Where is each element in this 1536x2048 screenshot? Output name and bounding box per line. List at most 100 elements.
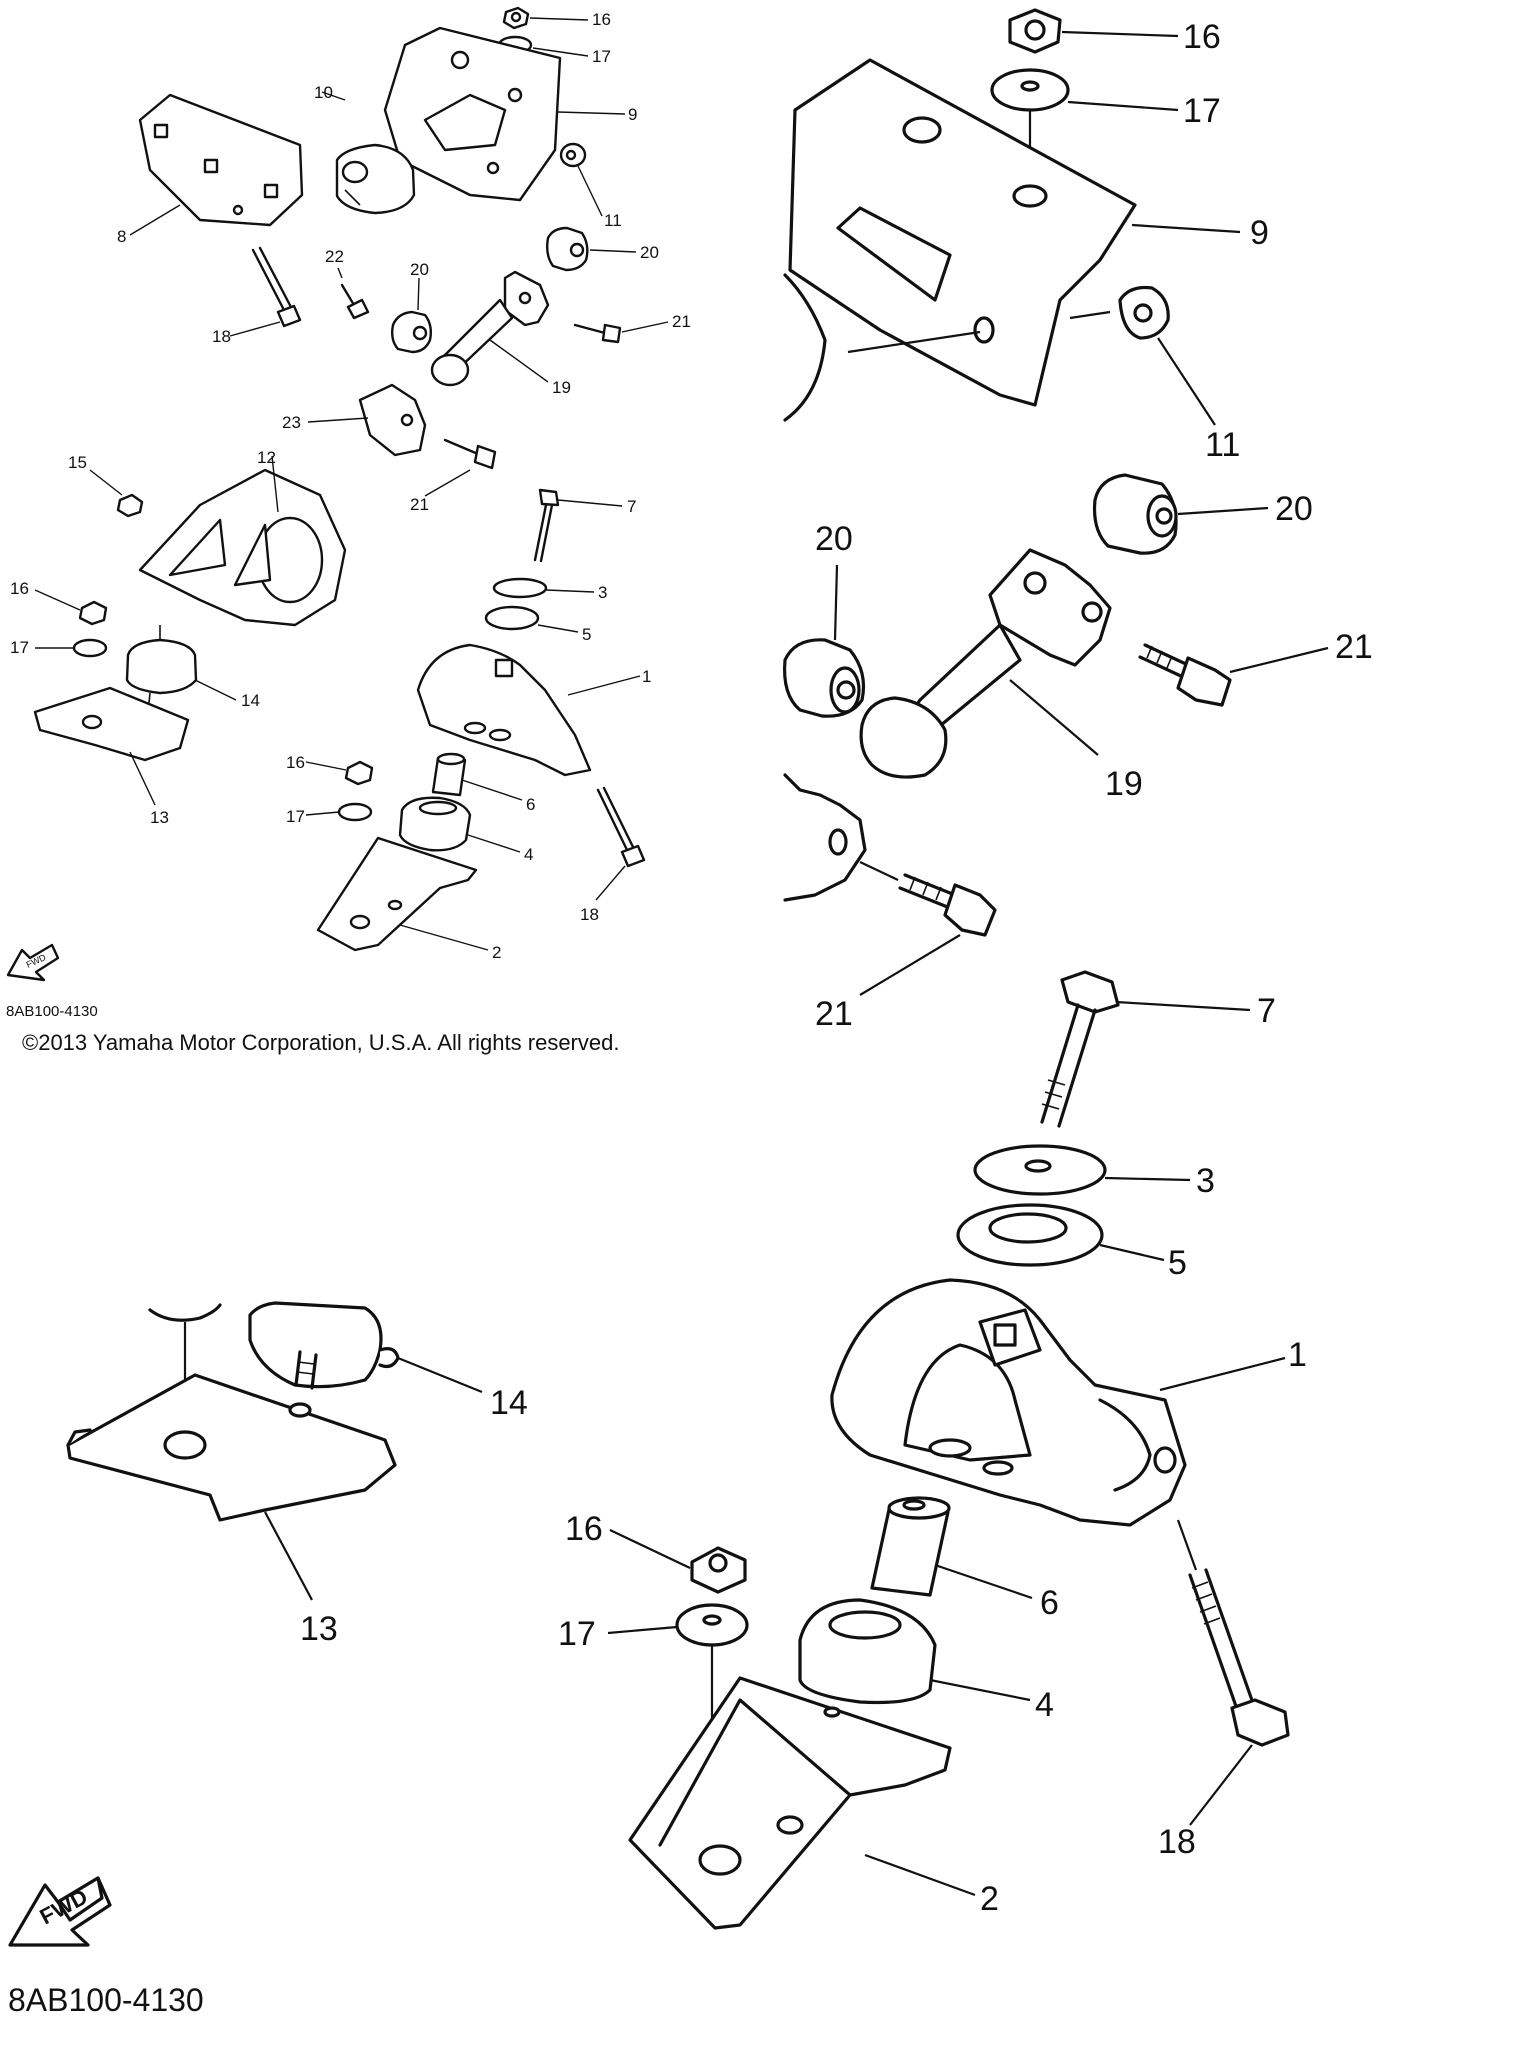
detail-lower-left: 14 13 FWD xyxy=(8,1301,528,1947)
callout-22-top: 22 xyxy=(325,247,344,266)
washer-3-top xyxy=(492,577,548,599)
rubber-5-top xyxy=(484,605,540,631)
bolt-21-lower-detail xyxy=(898,873,997,937)
torque-link-19-detail xyxy=(859,548,1112,779)
callout-18-top: 18 xyxy=(212,327,231,346)
spacer-6-top xyxy=(431,752,467,797)
bolt-18-top xyxy=(251,246,302,328)
callout-16-top: 16 xyxy=(592,10,611,29)
callout-19-top: 19 xyxy=(552,378,571,397)
washer-17-lower-detail xyxy=(675,1603,749,1647)
callout-11-detail: 11 xyxy=(1205,426,1240,464)
callout-1-detail: 1 xyxy=(1288,1336,1307,1374)
callout-16-lower-top: 16 xyxy=(286,753,305,772)
bolt-21-upper-detail xyxy=(1138,643,1232,707)
callout-2-top: 2 xyxy=(492,943,501,962)
callout-7-top: 7 xyxy=(627,497,636,516)
callout-21-upper-detail: 21 xyxy=(1335,628,1373,666)
callout-6-detail: 6 xyxy=(1040,1584,1059,1622)
bush-20-right-detail xyxy=(1092,473,1178,555)
callout-7-detail: 7 xyxy=(1257,992,1276,1030)
callout-21-lower-detail: 21 xyxy=(815,995,853,1033)
bush-20-right xyxy=(545,226,589,272)
callout-14-detail: 14 xyxy=(490,1384,528,1422)
nut-15 xyxy=(116,493,144,518)
bolt-7-top xyxy=(533,488,560,563)
detail-upper-right: 16 17 9 11 xyxy=(782,8,1373,1033)
callout-13-detail: 13 xyxy=(300,1610,338,1648)
damper-10-partial xyxy=(783,273,827,422)
bolt-18-detail xyxy=(1188,1568,1290,1747)
callout-5-top: 5 xyxy=(582,625,591,644)
washer-17-lower xyxy=(337,802,373,822)
bolt-18-right xyxy=(596,786,646,868)
plate-13-detail xyxy=(66,1373,397,1522)
callout-20-right-detail: 20 xyxy=(1275,490,1313,528)
washer-17-left xyxy=(72,638,108,658)
callout-16-detail: 16 xyxy=(1183,18,1221,56)
callout-17-lower-detail: 17 xyxy=(558,1615,596,1653)
bracket-23-partial xyxy=(783,773,867,902)
bracket-8 xyxy=(138,93,304,227)
callout-13-top: 13 xyxy=(150,808,169,827)
diagram-code-large: 8AB100-4130 xyxy=(8,1982,204,2018)
overview-diagram: 16 17 9 11 10 xyxy=(6,6,691,982)
callout-17-detail: 17 xyxy=(1183,92,1221,130)
callout-20-left-top: 20 xyxy=(410,260,429,279)
callout-12-top: 12 xyxy=(257,448,276,467)
callout-17-top: 17 xyxy=(592,47,611,66)
callout-11-top: 11 xyxy=(604,211,622,230)
callout-18-right-top: 18 xyxy=(580,905,599,924)
plate-13 xyxy=(33,686,190,762)
rubber-5-detail xyxy=(956,1203,1104,1267)
fwd-arrow-large: FWD xyxy=(8,1876,112,1947)
callout-15-top: 15 xyxy=(68,453,87,472)
callout-20-left-detail: 20 xyxy=(815,520,853,558)
collar-11-detail xyxy=(1118,285,1170,340)
callout-16-lower-detail: 16 xyxy=(565,1510,603,1548)
callout-16-left-top: 16 xyxy=(10,579,29,598)
nut-16-left xyxy=(78,600,108,626)
bush-20-left xyxy=(390,310,433,354)
callout-20-right-top: 20 xyxy=(640,243,659,262)
bolt-21-lower xyxy=(443,438,497,470)
callout-19-detail: 19 xyxy=(1105,765,1143,803)
callout-9-top: 9 xyxy=(628,105,637,124)
callout-14-top: 14 xyxy=(241,691,260,710)
diagram-code-small: 8AB100-4130 xyxy=(6,1003,98,1020)
bush-20-left-detail xyxy=(782,638,866,718)
rubber-4-detail xyxy=(798,1598,937,1705)
rubber-4-top xyxy=(398,796,472,852)
bracket-23 xyxy=(358,383,427,457)
nut-16-detail xyxy=(1008,8,1062,54)
bolt-7-detail xyxy=(1040,970,1120,1128)
callout-17-left-top: 17 xyxy=(10,638,29,657)
bracket-1-detail xyxy=(830,1278,1187,1527)
callout-9-detail: 9 xyxy=(1250,214,1269,252)
callout-8-top: 8 xyxy=(117,227,126,246)
fwd-arrow-small: FWD xyxy=(6,943,60,982)
bracket-2-detail xyxy=(628,1676,952,1930)
washer-17-detail xyxy=(990,68,1070,112)
callout-4-detail: 4 xyxy=(1035,1686,1054,1724)
washer-17-partial xyxy=(148,1303,222,1322)
nut-16-top xyxy=(502,6,530,30)
damper-14-detail xyxy=(248,1301,400,1390)
bolt-22 xyxy=(340,283,370,320)
callout-6-top: 6 xyxy=(526,795,535,814)
bracket-9-detail xyxy=(788,58,1137,407)
callout-1-top: 1 xyxy=(642,667,651,686)
nut-16-lower-detail xyxy=(690,1546,747,1594)
callout-10-top: 10 xyxy=(314,83,333,102)
spacer-6-detail xyxy=(870,1496,951,1597)
bracket-9 xyxy=(383,26,562,202)
damper-10 xyxy=(335,143,416,215)
copyright-notice: ©2013 Yamaha Motor Corporation, U.S.A. A… xyxy=(22,1030,620,1055)
callout-18-detail: 18 xyxy=(1158,1823,1196,1861)
nut-16-lower xyxy=(344,760,374,786)
callout-3-detail: 3 xyxy=(1196,1162,1215,1200)
callout-23-top: 23 xyxy=(282,413,301,432)
detail-lower-right: 7 3 5 1 xyxy=(558,970,1307,1930)
callout-21-upper-top: 21 xyxy=(672,312,691,331)
